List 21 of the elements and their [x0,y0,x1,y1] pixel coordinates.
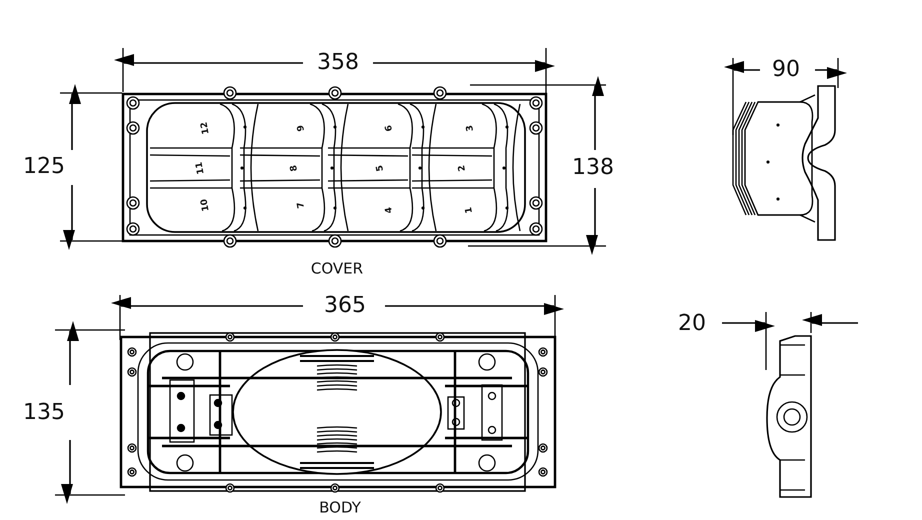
port-number: 5 [376,164,386,172]
view-title: COVER [310,262,364,276]
dimension-value: 138 [572,157,614,179]
port-number: 6 [385,124,395,132]
dimension-value: 90 [772,59,800,81]
port-number: 3 [466,124,476,132]
dimension-value: 125 [23,156,65,178]
view-title: BODY [319,500,361,516]
port-number: 7 [297,201,307,209]
port-number: 11 [195,161,207,175]
port-number: 2 [458,164,468,172]
dimension-value: 135 [23,402,65,424]
dimension-value: 20 [678,313,706,335]
port-number: 8 [290,164,300,172]
dimension-value: 365 [324,295,366,317]
port-number: 9 [297,124,307,132]
port-number: 12 [200,121,212,135]
port-number: 10 [200,198,212,212]
port-number: 4 [385,206,395,214]
dimension-value: 358 [317,52,359,74]
port-number: 1 [465,206,475,214]
